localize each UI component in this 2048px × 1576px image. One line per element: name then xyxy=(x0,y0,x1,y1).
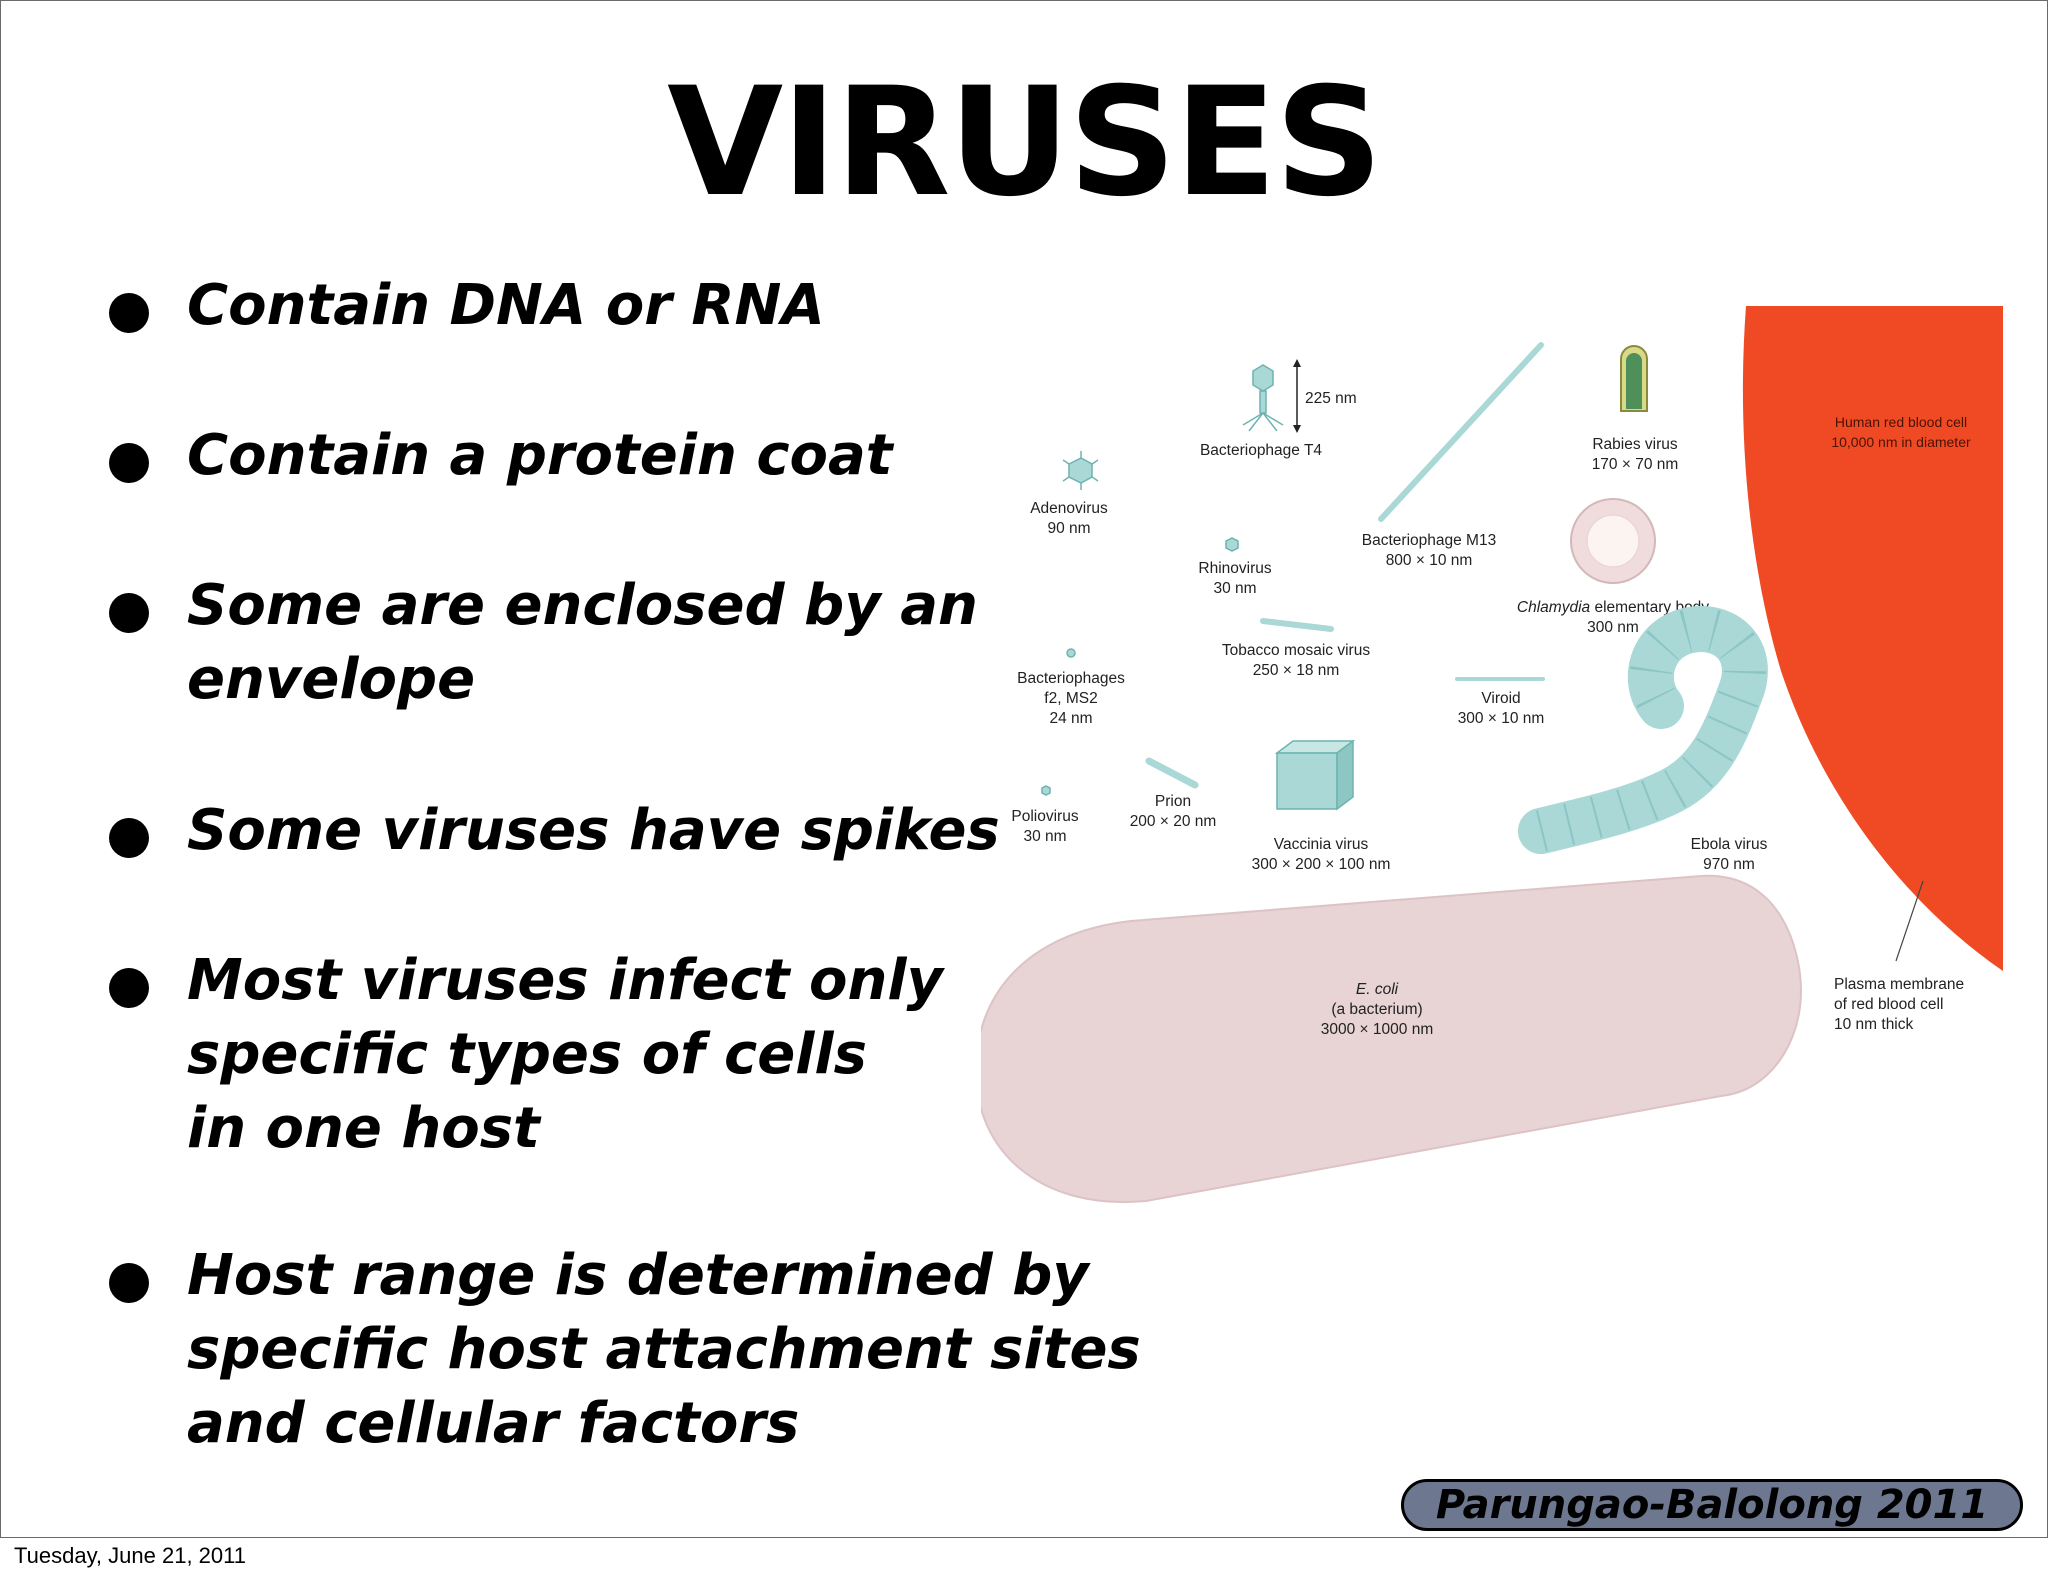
rabies-size-label: 170 × 70 nm xyxy=(1592,456,1679,473)
vaccinia-virus-shape xyxy=(1274,739,1356,811)
bullet-text: Some are enclosed by an envelope xyxy=(187,573,978,712)
adenovirus-shape xyxy=(1062,451,1099,490)
tobacco-mosaic-virus-shape xyxy=(1260,618,1334,632)
bullet-dot-icon xyxy=(109,818,149,858)
bullet-item: Most viruses infect only specific types … xyxy=(109,944,1209,1166)
prion-shape xyxy=(1145,757,1199,789)
rbc-name-label: Human red blood cell xyxy=(1835,414,1967,430)
tmv-name-label: Tobacco mosaic virus xyxy=(1222,642,1370,659)
vaccinia-size-label: 300 × 200 × 100 nm xyxy=(1252,856,1391,873)
red-blood-cell-shape xyxy=(1742,306,2003,971)
poliovirus-shape xyxy=(1041,785,1051,796)
m13-name-label: Bacteriophage M13 xyxy=(1362,532,1496,549)
bacteriophage-f2-shape xyxy=(1066,648,1076,658)
rabies-virus-shape xyxy=(1620,345,1648,412)
tmv-size-label: 250 × 18 nm xyxy=(1253,662,1340,679)
e-coli-size-label: 3000 × 1000 nm xyxy=(1321,1021,1433,1038)
membrane-label-line2: of red blood cell xyxy=(1834,996,1943,1013)
virus-size-figure: Human red blood cell 10,000 nm in diamet… xyxy=(981,306,2003,1204)
author-badge-text: Parungao-Balolong 2011 xyxy=(1435,1482,1989,1528)
bullet-dot-icon xyxy=(109,293,149,333)
phage-f2-name2-label: f2, MS2 xyxy=(1044,690,1097,707)
bullet-text: Contain a protein coat xyxy=(187,423,893,488)
bullet-text: Most viruses infect only specific types … xyxy=(187,948,944,1161)
chlamydia-size-label: 300 nm xyxy=(1587,619,1639,636)
bacteriophage-t4-shape xyxy=(1242,364,1284,432)
prion-name-label: Prion xyxy=(1155,793,1191,810)
date-footer: Tuesday, June 21, 2011 xyxy=(14,1543,246,1568)
adenovirus-name-label: Adenovirus xyxy=(1030,500,1108,517)
e-coli-desc-label: (a bacterium) xyxy=(1331,1001,1422,1018)
t4-scale-label: 225 nm xyxy=(1305,390,1357,407)
rbc-size-label: 10,000 nm in diameter xyxy=(1831,434,1971,450)
m13-size-label: 800 × 10 nm xyxy=(1386,552,1473,569)
rhinovirus-shape xyxy=(1225,537,1239,552)
ebola-size-label: 970 nm xyxy=(1703,856,1755,873)
bullet-item: Some viruses have spikes xyxy=(109,794,1209,868)
slide-title: VIRUSES xyxy=(667,56,1383,230)
polio-name-label: Poliovirus xyxy=(1011,808,1078,825)
ebola-virus-shape xyxy=(1518,606,1768,854)
rhinovirus-name-label: Rhinovirus xyxy=(1198,560,1271,577)
bullet-item: Some are enclosed by an envelope xyxy=(109,569,1209,717)
rabies-name-label: Rabies virus xyxy=(1592,436,1678,453)
membrane-pointer-line xyxy=(1895,880,1924,962)
bullet-text: Some viruses have spikes xyxy=(187,798,1000,863)
bullet-item: Contain a protein coat xyxy=(109,419,1209,493)
author-badge: Parungao-Balolong 2011 xyxy=(1401,1479,2023,1531)
t4-name-label: Bacteriophage T4 xyxy=(1200,442,1322,459)
bullet-text: Host range is determined by specific hos… xyxy=(187,1243,1141,1456)
slide: VIRUSES Contain DNA or RNA Contain a pro… xyxy=(0,0,2048,1538)
phage-f2-size-label: 24 nm xyxy=(1049,710,1092,727)
ebola-name-label: Ebola virus xyxy=(1691,836,1768,853)
membrane-label-line3: 10 nm thick xyxy=(1834,1016,1914,1033)
e-coli-name-label: E. coli xyxy=(1356,981,1399,998)
polio-size-label: 30 nm xyxy=(1023,828,1066,845)
membrane-label-line1: Plasma membrane xyxy=(1834,976,1964,993)
bullet-text: Contain DNA or RNA xyxy=(187,273,825,338)
bullet-dot-icon xyxy=(109,443,149,483)
bullet-dot-icon xyxy=(109,1263,149,1303)
bullet-item: Contain DNA or RNA xyxy=(109,269,1209,343)
bullet-dot-icon xyxy=(109,968,149,1008)
vaccinia-name-label: Vaccinia virus xyxy=(1274,836,1369,853)
prion-size-label: 200 × 20 nm xyxy=(1130,813,1217,830)
viroid-size-label: 300 × 10 nm xyxy=(1458,710,1545,727)
bullet-dot-icon xyxy=(109,593,149,633)
t4-scale-arrow-bottom-icon xyxy=(1293,425,1301,433)
t4-scale-arrow-top-icon xyxy=(1293,359,1301,367)
phage-f2-name-label: Bacteriophages xyxy=(1017,670,1125,687)
bacteriophage-m13-shape xyxy=(1378,342,1544,522)
bullet-item: Host range is determined by specific hos… xyxy=(109,1239,1209,1461)
adenovirus-size-label: 90 nm xyxy=(1047,520,1090,537)
e-coli-shape xyxy=(981,874,1803,1204)
viroid-name-label: Viroid xyxy=(1481,690,1520,707)
rhinovirus-size-label: 30 nm xyxy=(1213,580,1256,597)
chlamydia-body-shape xyxy=(1570,498,1656,584)
